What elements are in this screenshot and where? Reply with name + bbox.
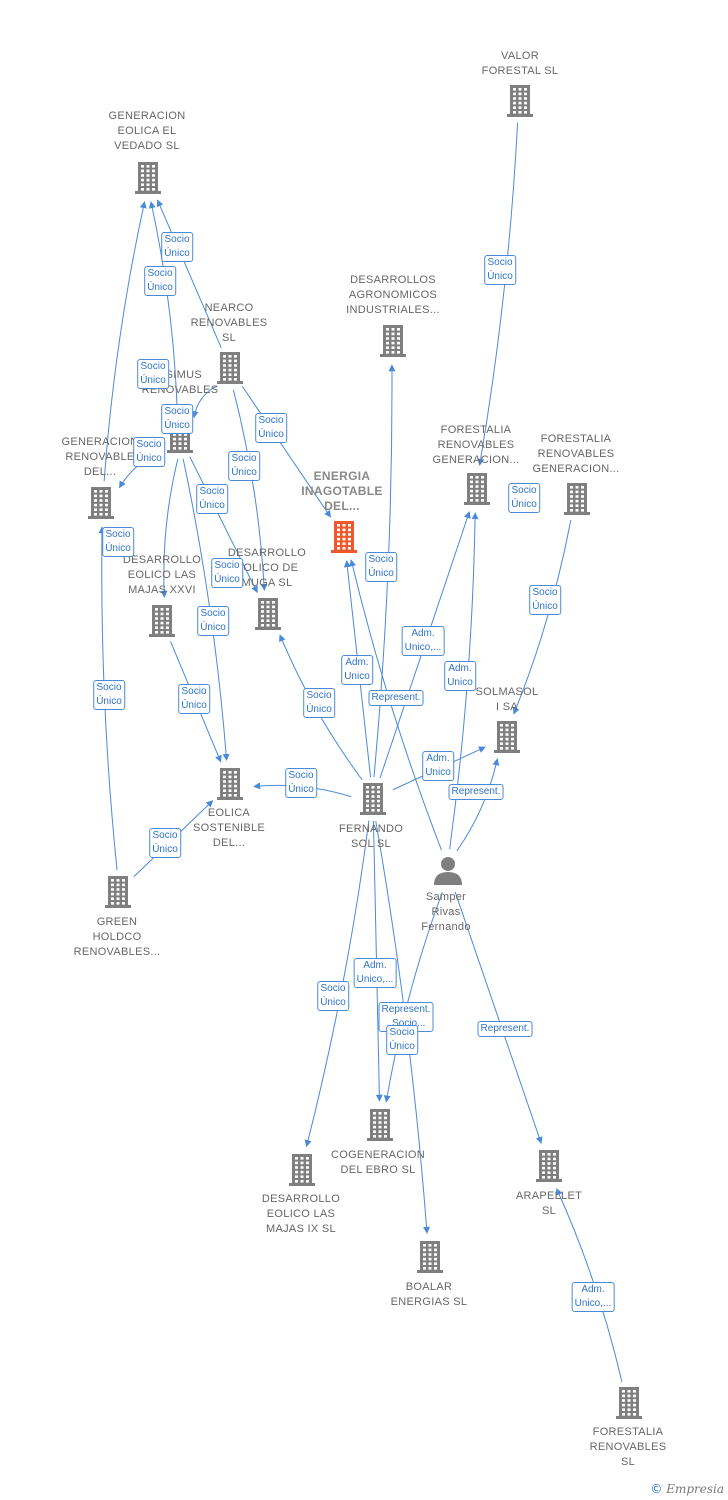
edge-label[interactable]: Socio Único: [196, 484, 228, 514]
node-label-majas-xxvi[interactable]: DESARROLLO EOLICO LAS MAJAS XXVI: [122, 554, 202, 596]
edge-line: [241, 385, 331, 518]
edge-label[interactable]: Socio Único: [303, 688, 335, 718]
edge-label[interactable]: Socio Único: [144, 266, 176, 296]
edge-label[interactable]: Socio Único: [197, 606, 229, 636]
edge-label[interactable]: Socio Único: [178, 684, 210, 714]
edge-label[interactable]: Socio Único: [161, 404, 193, 434]
node-label-energia[interactable]: ENERGIA INAGOTABLE DEL...: [301, 469, 383, 513]
edge-line: [454, 891, 543, 1144]
node-label-eolica-sostenible[interactable]: EOLICA SOSTENIBLE DEL...: [192, 807, 266, 849]
edge-line: [349, 559, 442, 851]
building-icon[interactable]: [255, 598, 281, 630]
node-label-boalar[interactable]: BOALAR ENERGIAS SL: [390, 1281, 468, 1308]
edge-line: [103, 201, 147, 482]
edge-label[interactable]: Socio Único: [255, 413, 287, 443]
edge-label[interactable]: Represent.: [477, 1021, 533, 1037]
node-label-ossimus[interactable]: SSIMUS RENOVABLES: [141, 369, 219, 396]
edge-label[interactable]: Socio Único: [102, 527, 134, 557]
node-label-forestalia-gen2[interactable]: FORESTALIA RENOVABLES GENERACION...: [532, 433, 620, 475]
credit[interactable]: © Empresia: [650, 1482, 724, 1496]
node-label-generacion2[interactable]: GENERACION RENOVABLE DEL...: [61, 436, 139, 478]
building-icon[interactable]: [494, 721, 520, 753]
building-icon[interactable]: [417, 1241, 443, 1273]
edge-line: [148, 201, 178, 416]
node-label-forestalia-gen1[interactable]: FORESTALIA RENOVABLES GENERACION...: [432, 424, 520, 466]
edge-label[interactable]: Socio Único: [137, 359, 169, 389]
edge-line: [232, 389, 268, 591]
edge-label[interactable]: Adm. Unico: [341, 655, 373, 685]
edge-label[interactable]: Represent.: [448, 784, 504, 800]
edge-label[interactable]: Socio Único: [228, 451, 260, 481]
building-icon[interactable]: [616, 1387, 642, 1419]
edge-label[interactable]: Socio Único: [484, 255, 516, 285]
building-icon[interactable]: [536, 1150, 562, 1182]
edge-label[interactable]: Socio Único: [285, 768, 317, 798]
building-icon[interactable]: [217, 768, 243, 800]
building-icon[interactable]: [217, 352, 243, 384]
node-label-forestalia-sl[interactable]: FORESTALIA RENOVABLES SL: [589, 1426, 667, 1468]
building-icon[interactable]: [331, 521, 357, 553]
node-label-muga[interactable]: DESARROLLO EOLICO DE MUGA SL: [227, 547, 307, 589]
edge-label[interactable]: Socio Único: [317, 981, 349, 1011]
edge-line: [189, 456, 258, 594]
edge-line: [512, 520, 572, 715]
person-icon[interactable]: [434, 857, 462, 885]
building-icon[interactable]: [105, 876, 131, 908]
edge-label[interactable]: Socio Único: [133, 437, 165, 467]
node-label-fernando[interactable]: FERNANDO SOL SL: [338, 823, 404, 850]
node-label-arapellet[interactable]: ARAPELLET SL: [515, 1190, 583, 1217]
edge-line: [477, 122, 519, 466]
edge-label[interactable]: Socio Único: [161, 232, 193, 262]
node-icons: [88, 85, 642, 1419]
edge-line: [156, 199, 222, 348]
node-label-valor[interactable]: VALOR FORESTAL SL: [481, 50, 559, 77]
edge-label[interactable]: Adm. Unico: [444, 661, 476, 691]
building-icon[interactable]: [360, 783, 386, 815]
node-label-solmasol[interactable]: SOLMASOL I SA: [475, 686, 539, 713]
node-label-samper[interactable]: Samper Rivas Fernando: [421, 891, 471, 933]
edge-label[interactable]: Socio Único: [529, 585, 561, 615]
building-icon[interactable]: [564, 483, 590, 515]
building-icon[interactable]: [464, 473, 490, 505]
brand-name: Empresia: [666, 1482, 724, 1496]
edge-label[interactable]: Socio Único: [93, 680, 125, 710]
edge-label[interactable]: Adm. Unico,...: [353, 958, 397, 988]
building-icon[interactable]: [367, 1109, 393, 1141]
node-label-green[interactable]: GREEN HOLDCO RENOVABLES...: [73, 916, 161, 958]
edge-label[interactable]: Socio Único: [149, 828, 181, 858]
building-icon[interactable]: [289, 1154, 315, 1186]
edge-label[interactable]: Socio Único: [365, 552, 397, 582]
building-icon[interactable]: [380, 325, 406, 357]
edge-line: [160, 458, 179, 598]
edge-line: [191, 385, 218, 419]
node-label-nearco[interactable]: NEARCO RENOVABLES SL: [190, 302, 268, 344]
edge-label[interactable]: Adm. Unico: [422, 751, 454, 781]
edge-label[interactable]: Adm. Unico,...: [571, 1282, 615, 1312]
building-icon[interactable]: [149, 605, 175, 637]
edge-label[interactable]: Socio Único: [508, 483, 540, 513]
edge-label[interactable]: Adm. Unico,...: [401, 626, 445, 656]
edge-line: [456, 758, 500, 852]
node-label-vedado[interactable]: GENERACION EOLICA EL VEDADO SL: [108, 110, 186, 152]
building-icon[interactable]: [507, 85, 533, 117]
building-icon[interactable]: [135, 162, 161, 194]
copyright-symbol: ©: [650, 1482, 663, 1496]
node-label-majas-ix[interactable]: DESARROLLO EOLICO LAS MAJAS IX SL: [261, 1193, 341, 1235]
node-label-cogeneracion[interactable]: COGENERACION DEL EBRO SL: [330, 1149, 426, 1176]
edge-label[interactable]: Socio Único: [211, 558, 243, 588]
building-icon[interactable]: [88, 487, 114, 519]
node-label-agronomicos[interactable]: DESARROLLOS AGRONOMICOS INDUSTRIALES...: [346, 274, 440, 316]
edge-label[interactable]: Represent.: [368, 690, 424, 706]
edge-line: [383, 892, 443, 1103]
edge-label[interactable]: Socio Único: [386, 1025, 418, 1055]
